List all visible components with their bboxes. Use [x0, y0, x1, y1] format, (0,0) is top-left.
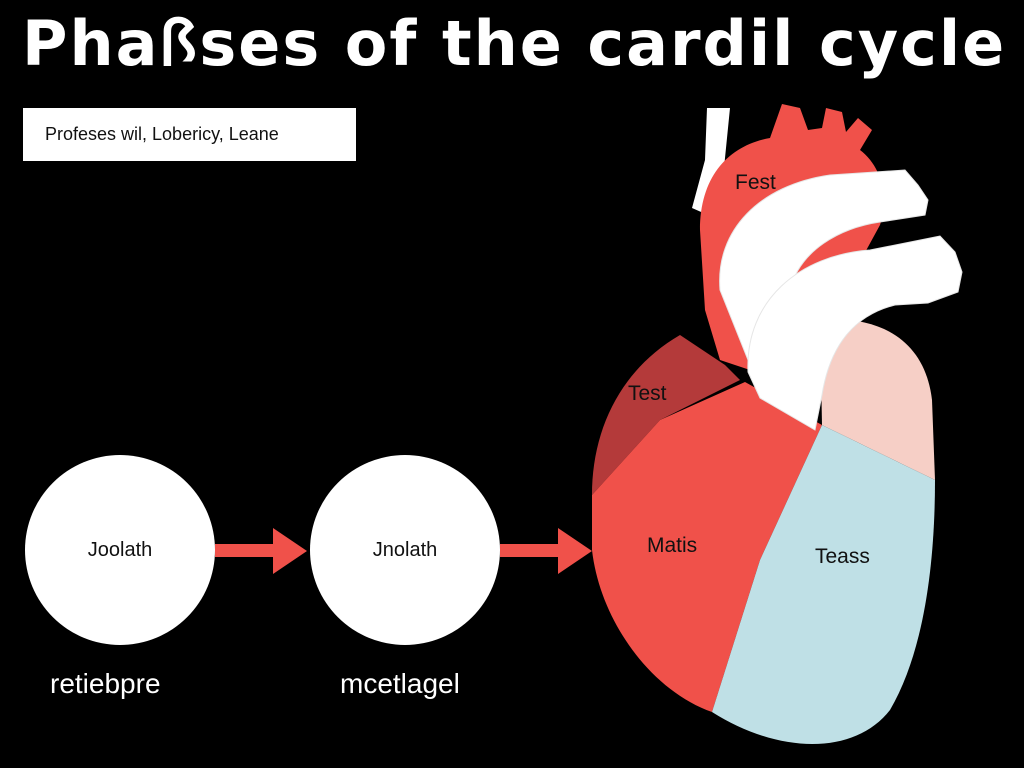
heart-label-left-ventricle: Matis: [647, 534, 697, 557]
vena-cava-shape: [692, 108, 730, 215]
phase-circle-2-label: Jnolath: [372, 538, 438, 561]
arrow-icon: [215, 528, 307, 574]
heart-label-right-ventricle: Teass: [815, 545, 870, 568]
subtitle-box: Profeses wil, Lobericy, Leane: [23, 108, 356, 161]
arrow-icon: [500, 528, 592, 574]
phase-caption-2: mcetlagel: [340, 668, 460, 699]
phase-caption-1: retiebpre: [50, 668, 161, 699]
phase-circle-1-label: Joolath: [87, 538, 153, 561]
phase-circle-1: Joolath: [25, 455, 215, 645]
pulmonary-artery-lower-shape: [747, 235, 963, 431]
subtitle-text: Profeses wil, Lobericy, Leane: [45, 124, 279, 144]
left-atrium-shape: [592, 335, 740, 495]
right-atrium-shape: [820, 319, 935, 480]
heart-label-top: Fest: [735, 171, 776, 194]
page-title: Phaꟗses of the cardil cycle: [22, 7, 1007, 80]
right-ventricle-shape: [712, 425, 935, 745]
left-ventricle-shape: [592, 382, 822, 712]
heart-label-left-atrium: Test: [628, 382, 667, 405]
phase-circle-2: Jnolath: [310, 455, 500, 645]
